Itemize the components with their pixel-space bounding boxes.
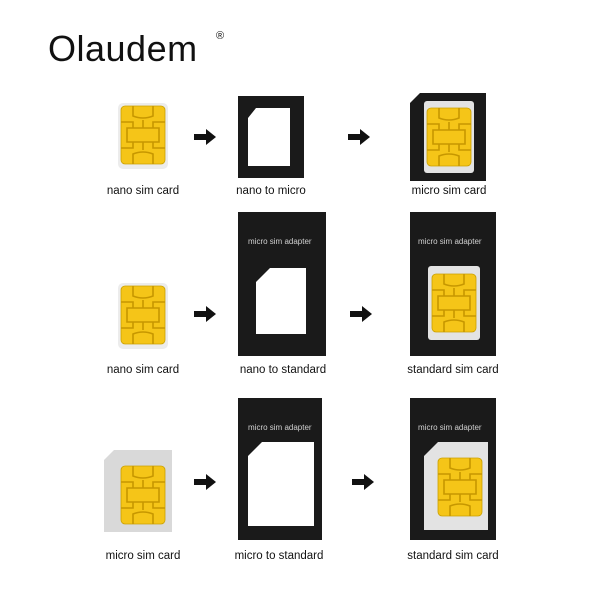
micro-sim-card-icon: [410, 93, 486, 181]
arrow-right-icon: [348, 129, 370, 145]
arrow-right-icon: [350, 306, 372, 322]
micro-sim-card-icon: [104, 450, 172, 532]
micro-to-standard-adapter-icon: micro sim adapter: [238, 398, 322, 540]
adapter-label: micro sim adapter: [418, 423, 482, 432]
caption-micro-to-standard: micro to standard: [234, 550, 324, 562]
registered-mark: ®: [216, 30, 225, 42]
caption-standard-sim-card: standard sim card: [407, 550, 499, 562]
standard-sim-card-icon: micro sim adapter: [410, 398, 496, 540]
nano-sim-card-icon: [118, 283, 168, 349]
adapter-label: micro sim adapter: [418, 237, 482, 246]
standard-sim-card-icon: micro sim adapter: [410, 212, 496, 356]
caption-nano-sim-card: nano sim card: [106, 364, 180, 376]
nano-to-micro-adapter-icon: [238, 96, 304, 178]
caption-micro-sim-card: micro sim card: [105, 550, 181, 562]
arrow-right-icon: [194, 129, 216, 145]
adapter-label: micro sim adapter: [248, 423, 312, 432]
caption-nano-sim-card: nano sim card: [106, 185, 180, 197]
adapter-label: micro sim adapter: [248, 237, 312, 246]
caption-nano-to-standard: nano to standard: [239, 364, 327, 376]
caption-standard-sim-card: standard sim card: [407, 364, 499, 376]
brand-logo: Olaudem: [48, 28, 198, 69]
caption-micro-sim-card: micro sim card: [411, 185, 487, 197]
caption-nano-to-micro: nano to micro: [236, 185, 306, 197]
arrow-right-icon: [194, 306, 216, 322]
arrow-right-icon: [194, 474, 216, 490]
nano-to-standard-adapter-icon: micro sim adapter: [238, 212, 326, 356]
arrow-right-icon: [352, 474, 374, 490]
nano-sim-card-icon: [118, 103, 168, 169]
